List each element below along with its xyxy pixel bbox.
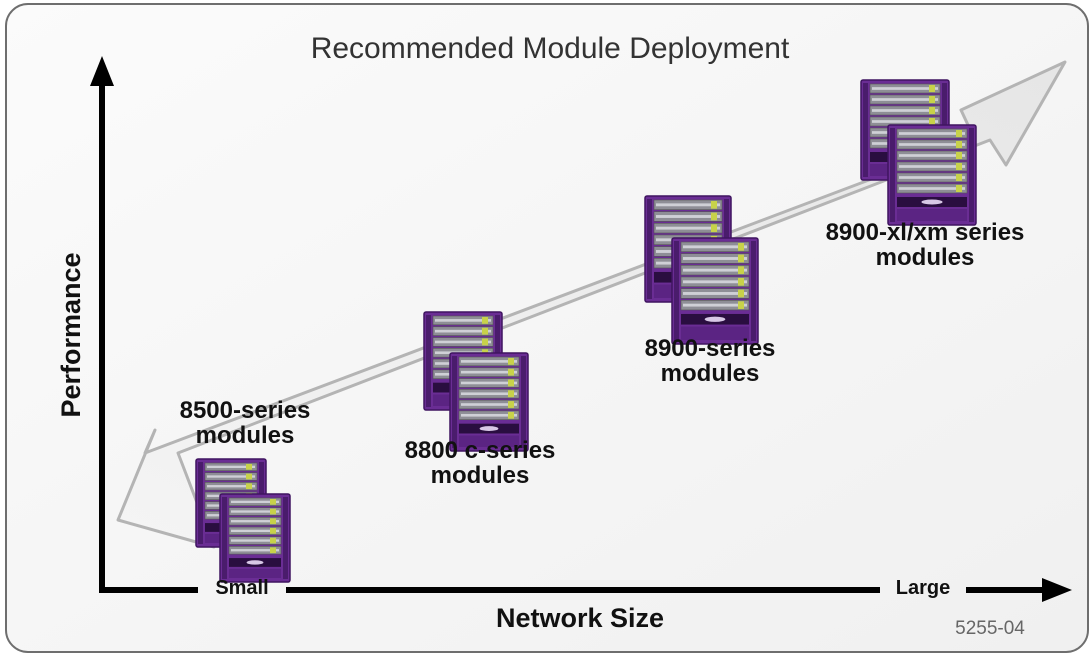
module-label-8500: 8500-series modules <box>140 397 350 450</box>
module-label-8800c: 8800 c-series modules <box>370 437 590 490</box>
chassis-8900xl-icon <box>860 79 977 226</box>
chassis-front-2 <box>671 237 759 345</box>
module-label-8900xl: 8900-xl/xm series modules <box>790 219 1060 272</box>
growth-trend-arrow <box>116 60 1067 549</box>
chassis-8900-icon <box>644 195 759 345</box>
chassis-front-1 <box>449 352 529 452</box>
chassis-8500-icon <box>195 458 291 583</box>
x-axis-start-label: Small <box>215 577 269 599</box>
module-label-8800c-line1: 8800 c-series <box>404 437 556 464</box>
x-axis-end-label: Large <box>895 577 951 599</box>
module-label-8900-line1: 8900-series <box>644 335 776 362</box>
chassis-8800c-icon <box>423 311 529 452</box>
module-label-8900xl-line2: modules <box>875 244 975 272</box>
y-axis-arrowhead-icon <box>90 56 114 86</box>
module-label-8900-line2: modules <box>660 360 760 388</box>
module-label-8900xl-line1: 8900-xl/xm series <box>825 219 1025 246</box>
y-axis-label: Performance <box>56 252 86 417</box>
module-label-8800c-line2: modules <box>430 462 530 490</box>
chassis-front-3 <box>887 124 977 226</box>
chassis-front-0 <box>219 493 291 583</box>
x-axis-arrowhead-icon <box>1042 578 1072 602</box>
diagram-title: Recommended Module Deployment <box>310 32 790 65</box>
figure-id: 5255-04 <box>955 618 1025 639</box>
module-label-8500-line2: modules <box>195 422 295 450</box>
x-axis-label: Network Size <box>495 603 665 633</box>
module-label-8900: 8900-series modules <box>600 335 820 388</box>
module-label-8500-line1: 8500-series <box>179 397 311 424</box>
diagram-frame <box>5 3 1089 653</box>
